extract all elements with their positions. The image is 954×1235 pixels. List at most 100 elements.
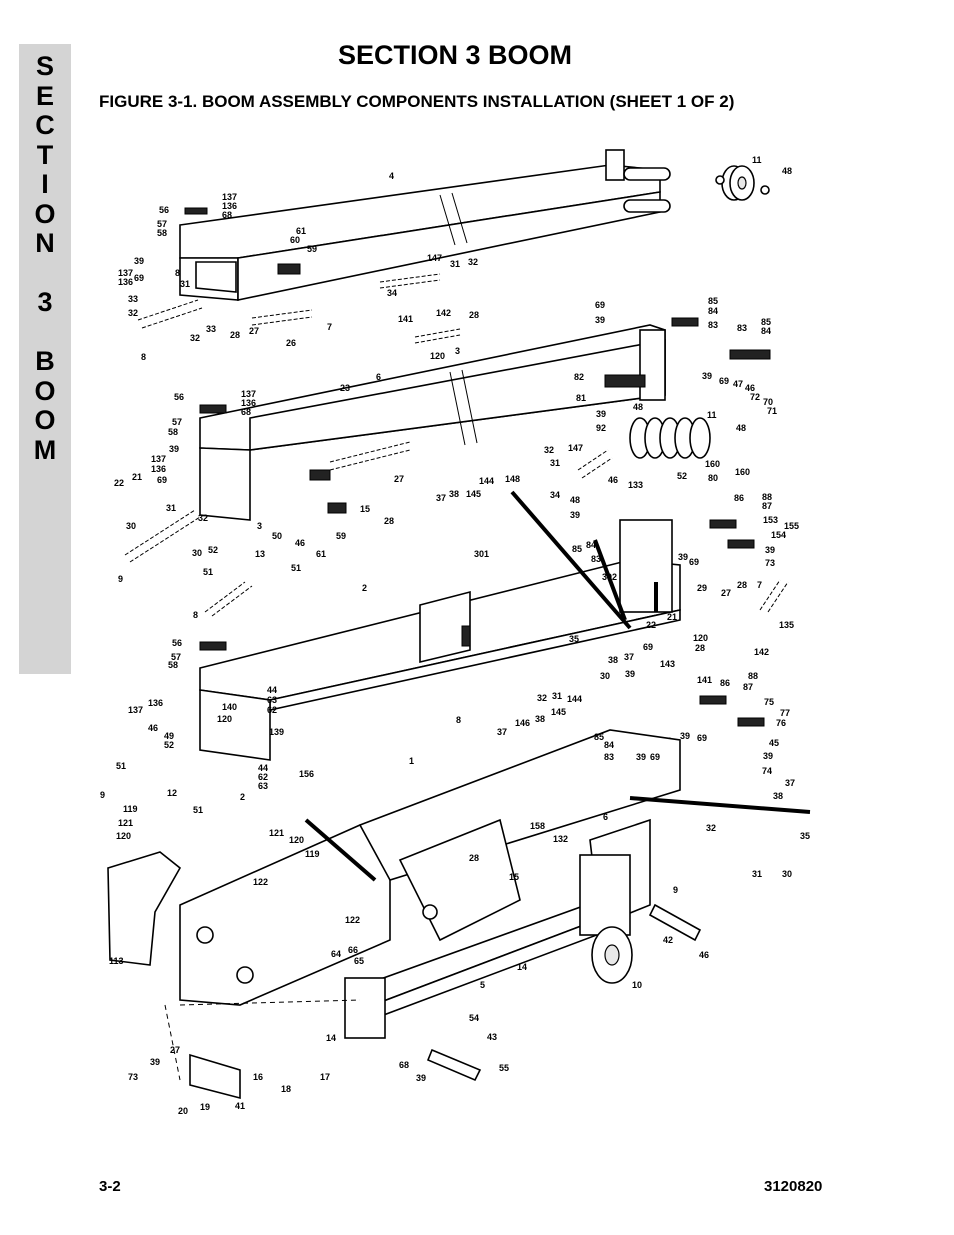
callout: 45 xyxy=(769,738,779,748)
callout: 83 xyxy=(604,752,614,762)
callout: 39 xyxy=(596,409,606,419)
callout: 9 xyxy=(118,574,123,584)
callout: 47 xyxy=(733,379,743,389)
callout: 69 xyxy=(643,642,653,652)
callout: 120 xyxy=(289,835,304,845)
boom-section-3 xyxy=(199,324,666,521)
callout: 63 xyxy=(267,695,277,705)
callout: 61 xyxy=(316,549,326,559)
callout: 66 xyxy=(348,945,358,955)
callout: 86 xyxy=(720,678,730,688)
chain-middle xyxy=(124,441,789,617)
callout: 84 xyxy=(761,326,771,336)
side-letter: N xyxy=(35,228,55,258)
callout: 48 xyxy=(736,423,746,433)
callout: 69 xyxy=(157,475,167,485)
callout: 121 xyxy=(118,818,133,828)
callout: 120 xyxy=(116,831,131,841)
callout: 11 xyxy=(707,410,717,420)
callout: 57 xyxy=(157,219,167,229)
callout: 38 xyxy=(773,791,783,801)
callout: 32 xyxy=(198,513,208,523)
callout: 84 xyxy=(586,540,596,550)
callout: 92 xyxy=(596,423,606,433)
callout: 69 xyxy=(697,733,707,743)
sheave-stack-11 xyxy=(629,417,711,459)
callout: 70 xyxy=(763,397,773,407)
document-number: 3120820 xyxy=(764,1178,823,1195)
callout: 27 xyxy=(249,326,259,336)
callout: 39 xyxy=(680,731,690,741)
callout: 39 xyxy=(150,1057,160,1067)
callout: 39 xyxy=(570,510,580,520)
callout: 14 xyxy=(517,962,527,972)
callout: 27 xyxy=(170,1045,180,1055)
callout: 62 xyxy=(258,772,268,782)
callout: 64 xyxy=(331,949,341,959)
callout: 37 xyxy=(497,727,507,737)
callout: 54 xyxy=(469,1013,479,1023)
callout: 136 xyxy=(151,464,166,474)
callout: 137 xyxy=(222,192,237,202)
callout: 32 xyxy=(537,693,547,703)
sheave-assembly-11 xyxy=(715,165,770,201)
callout: 14 xyxy=(326,1033,336,1043)
callout: 133 xyxy=(628,480,643,490)
side-letter: O xyxy=(34,375,56,406)
callout: 120 xyxy=(217,714,232,724)
callout: 32 xyxy=(544,445,554,455)
callout: 7 xyxy=(327,322,332,332)
callout: 48 xyxy=(570,495,580,505)
section-side-letters: S E C T I O N 3 B O O M xyxy=(19,51,71,465)
callout: 160 xyxy=(705,459,720,469)
callout: 76 xyxy=(776,718,786,728)
callout: 83 xyxy=(591,554,601,564)
callout: 8 xyxy=(175,268,180,278)
bracket-41 xyxy=(189,1053,241,1100)
callout: 59 xyxy=(336,531,346,541)
callout: 6 xyxy=(376,372,381,382)
callout: 80 xyxy=(708,473,718,483)
callout: 9 xyxy=(100,790,105,800)
callout: 142 xyxy=(754,647,769,657)
callout: 60 xyxy=(290,235,300,245)
callout: 69 xyxy=(650,752,660,762)
callout: 145 xyxy=(466,489,481,499)
callout: 30 xyxy=(192,548,202,558)
callout: 137 xyxy=(151,454,166,464)
callout: 57 xyxy=(171,652,181,662)
callout: 59 xyxy=(307,244,317,254)
callout: 147 xyxy=(568,443,583,453)
callout: 39 xyxy=(763,751,773,761)
callout: 10 xyxy=(632,980,642,990)
callout: 136 xyxy=(148,698,163,708)
callout: 35 xyxy=(569,634,579,644)
callout: 4 xyxy=(389,171,394,181)
callout: 68 xyxy=(241,407,251,417)
callout: 30 xyxy=(782,869,792,879)
callout: 21 xyxy=(667,612,677,622)
callout: 39 xyxy=(765,545,775,555)
side-letter: C xyxy=(35,110,55,140)
callout: 28 xyxy=(469,853,479,863)
callout: 83 xyxy=(737,323,747,333)
callout: 31 xyxy=(166,503,176,513)
side-letter: 3 xyxy=(37,287,53,317)
callout: 29 xyxy=(697,583,707,593)
callout: 154 xyxy=(771,530,786,540)
callout: 31 xyxy=(450,259,460,269)
callout: 144 xyxy=(479,476,494,486)
pin-42 xyxy=(648,903,702,942)
callout: 32 xyxy=(190,333,200,343)
callout: 160 xyxy=(735,467,750,477)
callout: 46 xyxy=(608,475,618,485)
callout: 113 xyxy=(109,956,124,966)
callout: 302 xyxy=(602,572,617,582)
callout: 84 xyxy=(708,306,718,316)
callout: 34 xyxy=(550,490,560,500)
callout: 62 xyxy=(267,705,277,715)
callout: 146 xyxy=(515,718,530,728)
callout: 51 xyxy=(291,563,301,573)
callout: 11 xyxy=(752,155,762,165)
side-letter: O xyxy=(34,405,56,435)
